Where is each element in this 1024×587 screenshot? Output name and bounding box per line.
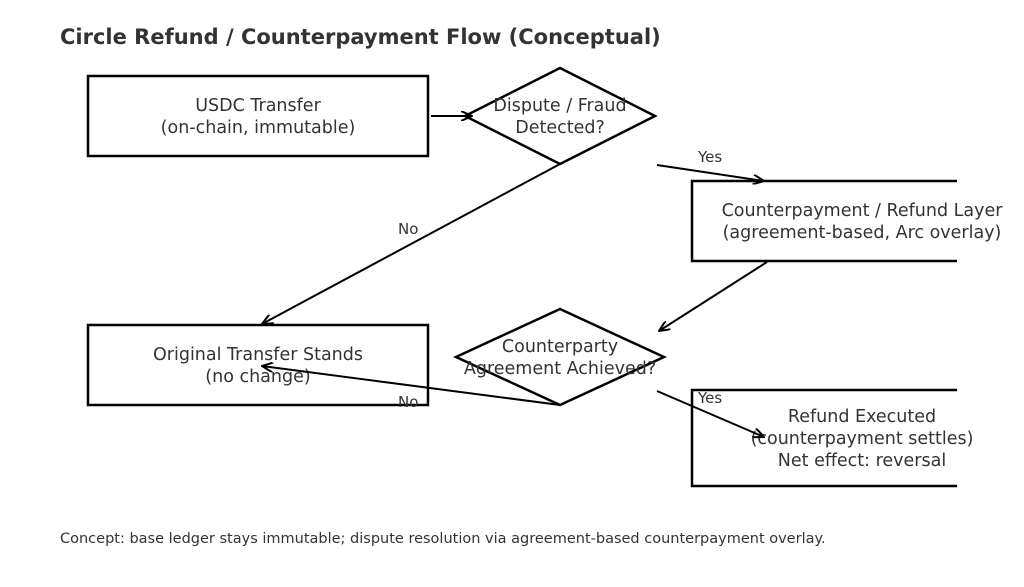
refund-layer-label-line1: Counterpayment / Refund Layer: [722, 201, 1004, 221]
edge-label-dispute-yes: Yes: [697, 148, 722, 166]
agreement-check-diamond: [453, 307, 667, 407]
usdc-transfer-box: [86, 74, 430, 158]
refund-executed-label-line1: Refund Executed: [788, 407, 936, 427]
refund-executed-label-line2: (counterpayment settles): [751, 429, 974, 449]
node-original-stands: Original Transfer Stands (no change): [86, 323, 430, 407]
edge-label-agreement-yes: Yes: [697, 389, 722, 407]
usdc-transfer-label-line1: USDC Transfer: [195, 96, 321, 116]
original-stands-label-line1: Original Transfer Stands: [153, 345, 363, 365]
edge-refund-to-agreement: [659, 261, 768, 331]
refund-layer-box: [690, 179, 957, 263]
original-stands-box: [86, 323, 430, 407]
original-stands-label-line2: (no change): [205, 367, 310, 387]
edge-label-agreement-no: No: [398, 393, 418, 411]
edge-agreement-no: [262, 366, 561, 406]
dispute-check-label-line1: Dispute / Fraud: [493, 96, 626, 116]
edge-dispute-no: [262, 163, 561, 324]
node-refund-layer: Counterpayment / Refund Layer (agreement…: [690, 179, 1004, 263]
node-usdc-transfer: USDC Transfer (on-chain, immutable): [86, 74, 430, 158]
node-dispute-check: Dispute / Fraud Detected?: [462, 66, 658, 166]
edge-dispute-yes: [656, 164, 764, 181]
diagram-caption: Concept: base ledger stays immutable; di…: [60, 531, 826, 547]
edge-label-dispute-no: No: [398, 220, 418, 238]
refund-layer-label-line2: (agreement-based, Arc overlay): [723, 223, 1002, 243]
refund-executed-label-line3: Net effect: reversal: [778, 451, 946, 471]
dispute-check-label-line2: Detected?: [515, 118, 605, 138]
agreement-check-label-line2: Agreement Achieved?: [464, 359, 656, 379]
diagram-title: Circle Refund / Counterpayment Flow (Con…: [60, 25, 661, 49]
edge-agreement-yes: [656, 390, 764, 437]
node-refund-executed: Refund Executed (counterpayment settles)…: [690, 388, 974, 488]
refund-executed-box: [690, 388, 957, 488]
node-agreement-check: Counterparty Agreement Achieved?: [453, 307, 667, 407]
dispute-check-diamond: [462, 66, 658, 166]
usdc-transfer-label-line2: (on-chain, immutable): [161, 118, 356, 138]
agreement-check-label-line1: Counterparty: [502, 337, 618, 357]
